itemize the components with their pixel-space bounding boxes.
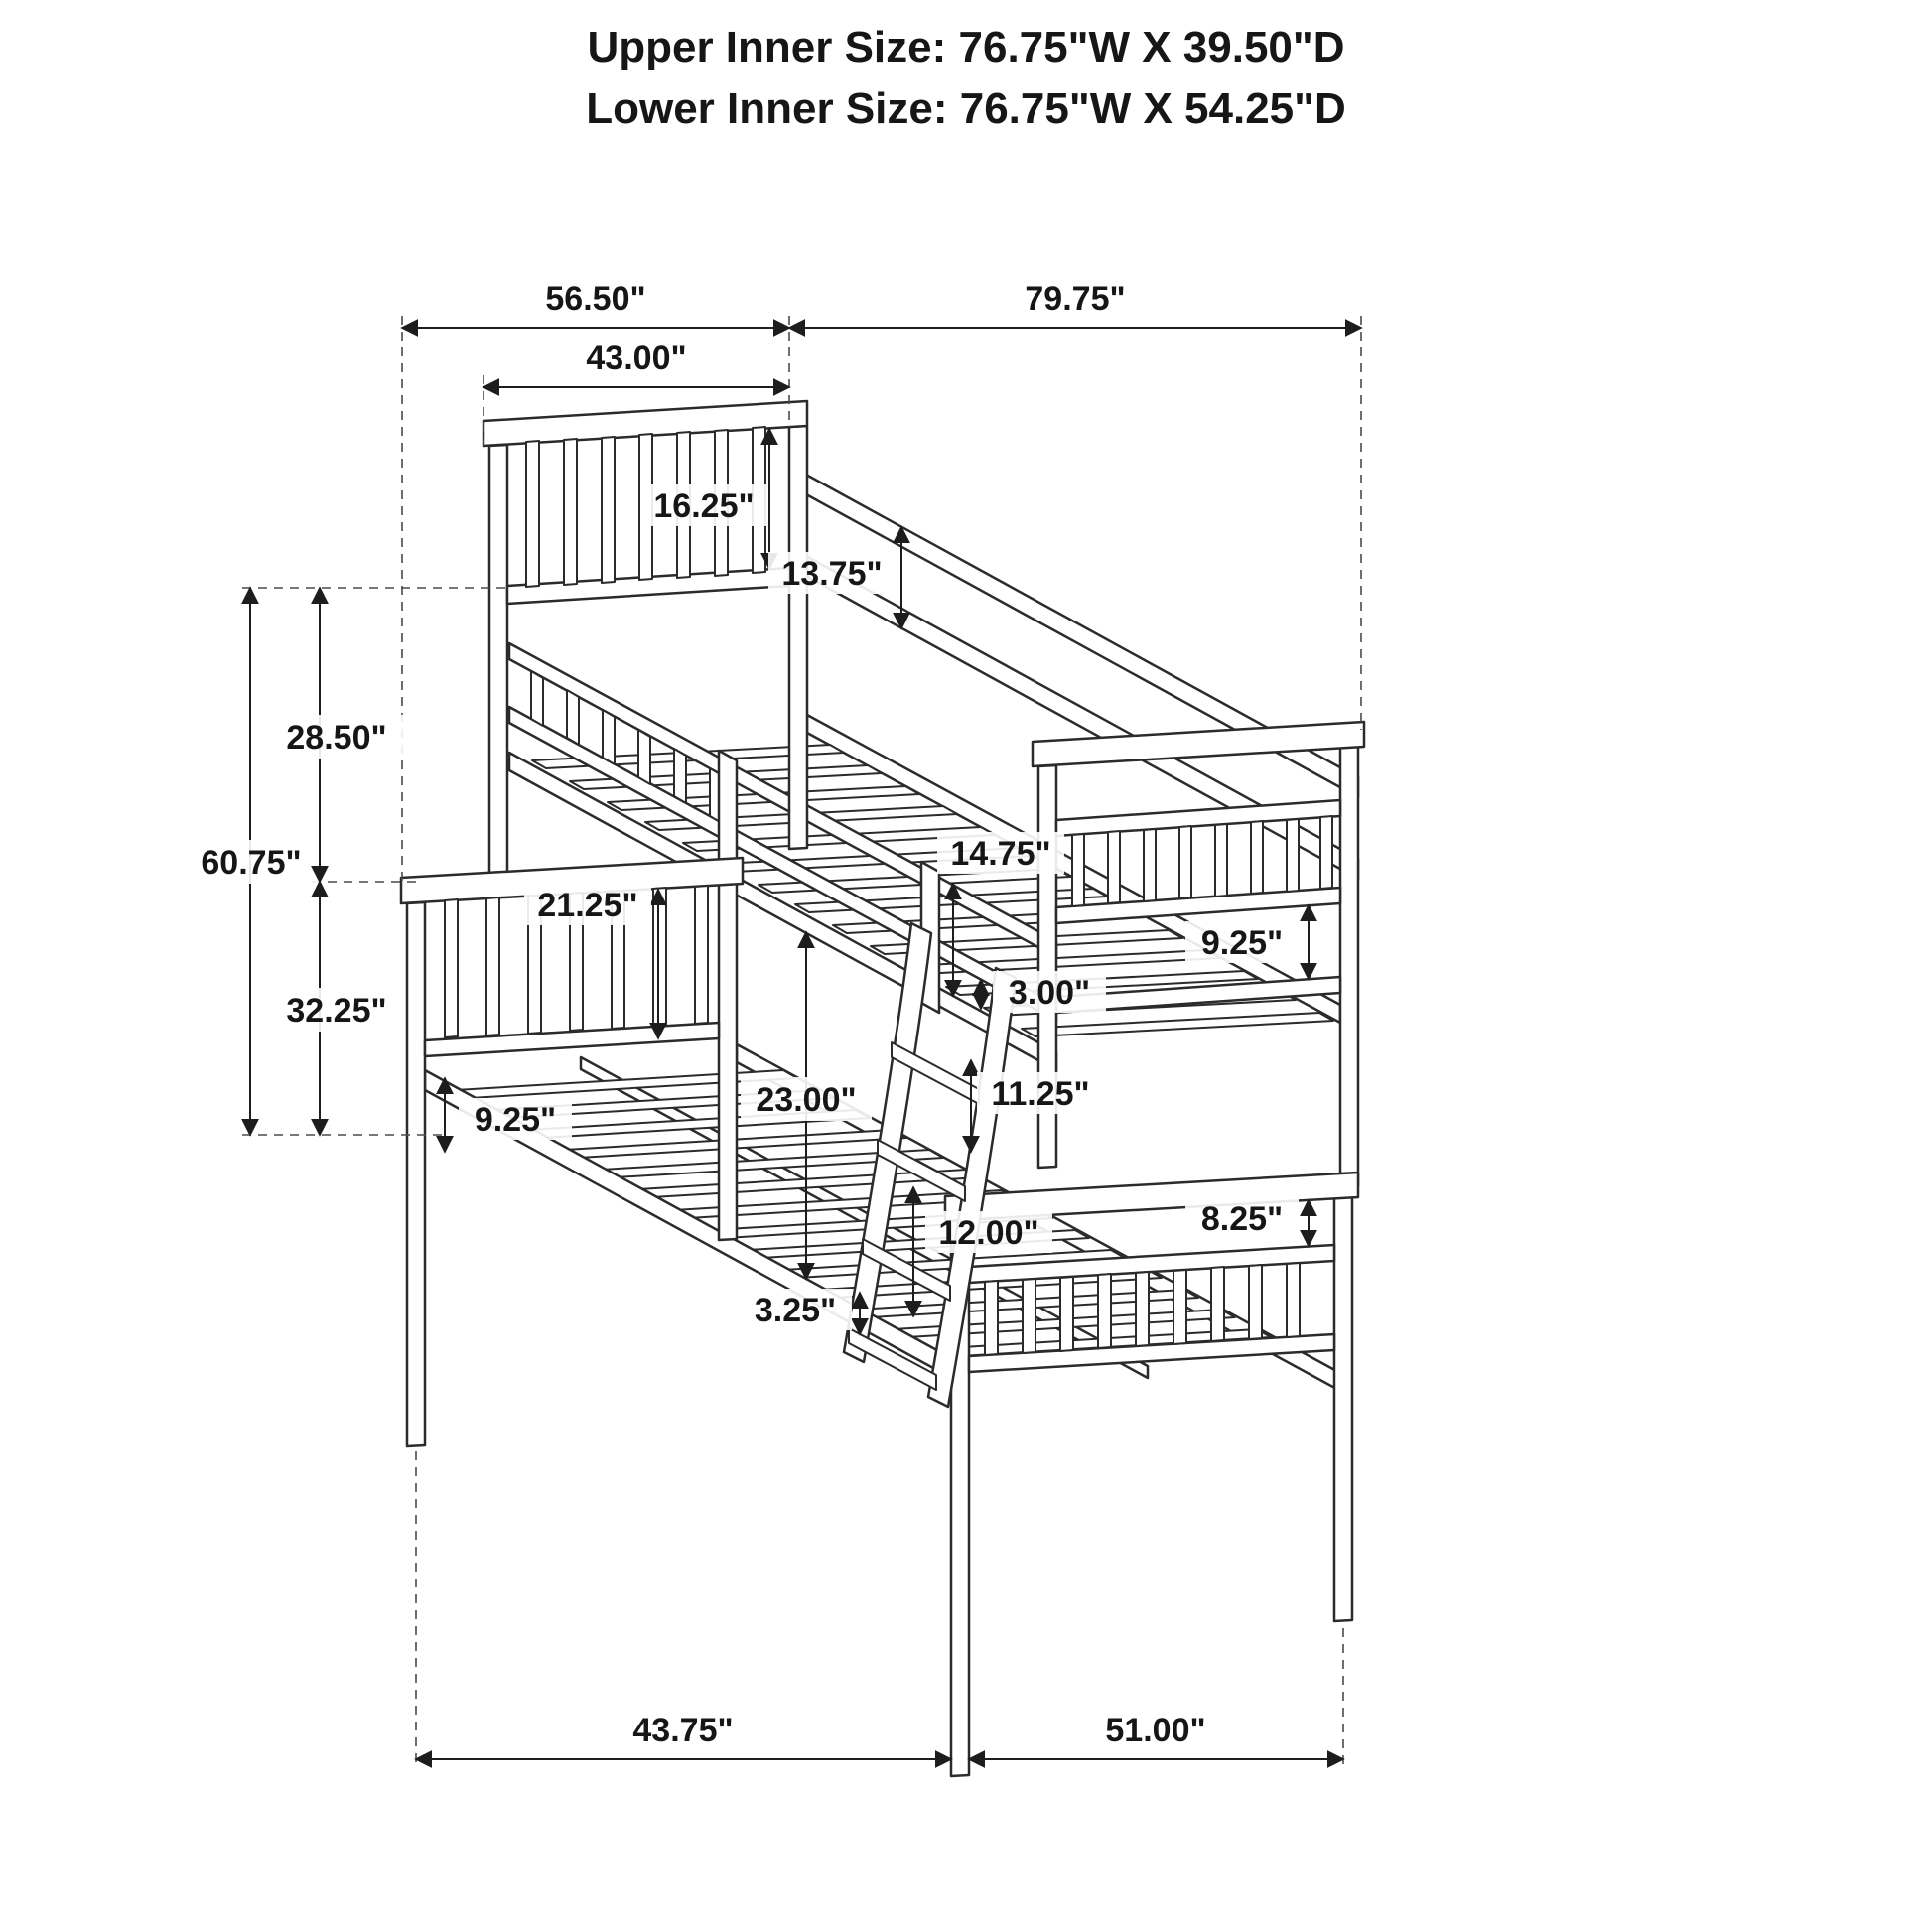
label-bg (741, 1077, 872, 1121)
dim-label: 8.25" (1201, 1200, 1283, 1238)
lower-headboard-slats (444, 885, 709, 1038)
extension-lines (242, 316, 1362, 1769)
dim-label: 51.00" (1105, 1712, 1205, 1749)
label-bg (183, 840, 320, 884)
upper-footboard-rail-b (1054, 886, 1342, 925)
dim-label: 9.25" (475, 1101, 556, 1139)
dim-label: 60.75" (201, 844, 301, 882)
upper-inner-size-title: Upper Inner Size: 76.75"W X 39.50"D (587, 23, 1344, 71)
dim-label: 32.25" (286, 992, 386, 1030)
upper-headboard-back-post (787, 424, 809, 851)
label-bg (268, 988, 405, 1032)
dim-label: 43.75" (632, 1712, 733, 1749)
dim-label: 14.75" (950, 835, 1050, 873)
dim-label: 3.25" (755, 1292, 836, 1329)
upper-footboard-rail-a (1054, 798, 1342, 838)
dim-label: 28.50" (286, 719, 386, 757)
label-bg (739, 1289, 852, 1330)
dim-rail-gap: 3.00" (972, 971, 1106, 1013)
dim-label: 56.50" (545, 280, 645, 318)
dim-upper-footboard-panel: 9.25" (1185, 903, 1317, 981)
dim-ladder-rail-width: 3.25" (739, 1289, 869, 1336)
dim-upper-section-height: 28.50" (268, 586, 405, 884)
bunk-bed-drawing (399, 399, 1366, 1778)
dim-lower-footboard-panel: 8.25" (1185, 1197, 1317, 1248)
dim-label: 43.00" (586, 340, 686, 377)
label-bg (993, 971, 1106, 1013)
dim-bottom-left-width: 43.75" (414, 1712, 953, 1768)
dim-top-overall-right: 79.75" (787, 280, 1363, 337)
label-bg (937, 832, 1064, 874)
dim-upper-back-rail-width: 13.75" (768, 525, 910, 630)
dim-upper-headboard-panel: 16.25" (641, 427, 778, 571)
label-bg (1185, 1197, 1299, 1239)
upper-headboard-front-post (487, 443, 509, 875)
lower-headboard-front-post (405, 900, 427, 1448)
lower-footboard-rail-b (967, 1332, 1336, 1374)
upper-footboard-back-post (1338, 744, 1360, 1189)
lower-inner-size-title: Lower Inner Size: 76.75"W X 54.25"D (586, 84, 1346, 133)
label-bg (641, 484, 766, 526)
label-bg (768, 552, 896, 594)
dim-label: 3.00" (1009, 974, 1090, 1012)
dim-label: 13.75" (781, 555, 882, 593)
label-bg (524, 884, 651, 925)
dim-label: 11.25" (991, 1075, 1089, 1113)
lower-footboard-slats (984, 1262, 1301, 1356)
label-bg (977, 1072, 1104, 1114)
dim-overall-height: 60.75" (183, 586, 320, 1137)
upper-footboard-slats (1071, 815, 1333, 907)
dim-ladder-rung-gap-lower: 12.00" (904, 1185, 1052, 1318)
dim-top-overall-left: 56.50" (400, 280, 791, 337)
dim-upper-bed-depth: 43.00" (482, 340, 791, 396)
dim-bottom-right-width: 51.00" (967, 1712, 1345, 1768)
dim-label: 79.75" (1025, 280, 1125, 318)
dimensions: 56.50" 79.75" 43.00" 60.75" 28.50" 32.25… (183, 280, 1363, 1768)
dim-upper-guardrail-height: 14.75" (937, 832, 1064, 998)
upper-footboard-cap (1031, 720, 1366, 768)
dim-ladder-rung-gap-upper: 11.25" (962, 1058, 1104, 1154)
lower-headboard-back-post (717, 882, 739, 1242)
dim-label: 16.25" (653, 487, 754, 525)
label-bg (925, 1211, 1052, 1253)
dim-lower-rail-height: 9.25" (436, 1076, 572, 1154)
dim-label: 21.25" (537, 887, 637, 924)
label-bg (1185, 921, 1299, 963)
dim-label: 9.25" (1201, 924, 1283, 962)
dim-label: 12.00" (938, 1214, 1038, 1252)
label-bg (459, 1098, 572, 1140)
lower-footboard-back-post (1332, 1180, 1354, 1623)
dim-lower-headboard-panel: 21.25" (524, 884, 667, 1040)
dim-bunk-clearance: 23.00" (741, 930, 872, 1281)
dim-label: 23.00" (756, 1081, 856, 1119)
label-bg (268, 715, 405, 759)
upper-guard-slats (530, 670, 723, 824)
guard-mid-post (717, 749, 739, 876)
dim-lower-section-height: 32.25" (268, 880, 405, 1137)
